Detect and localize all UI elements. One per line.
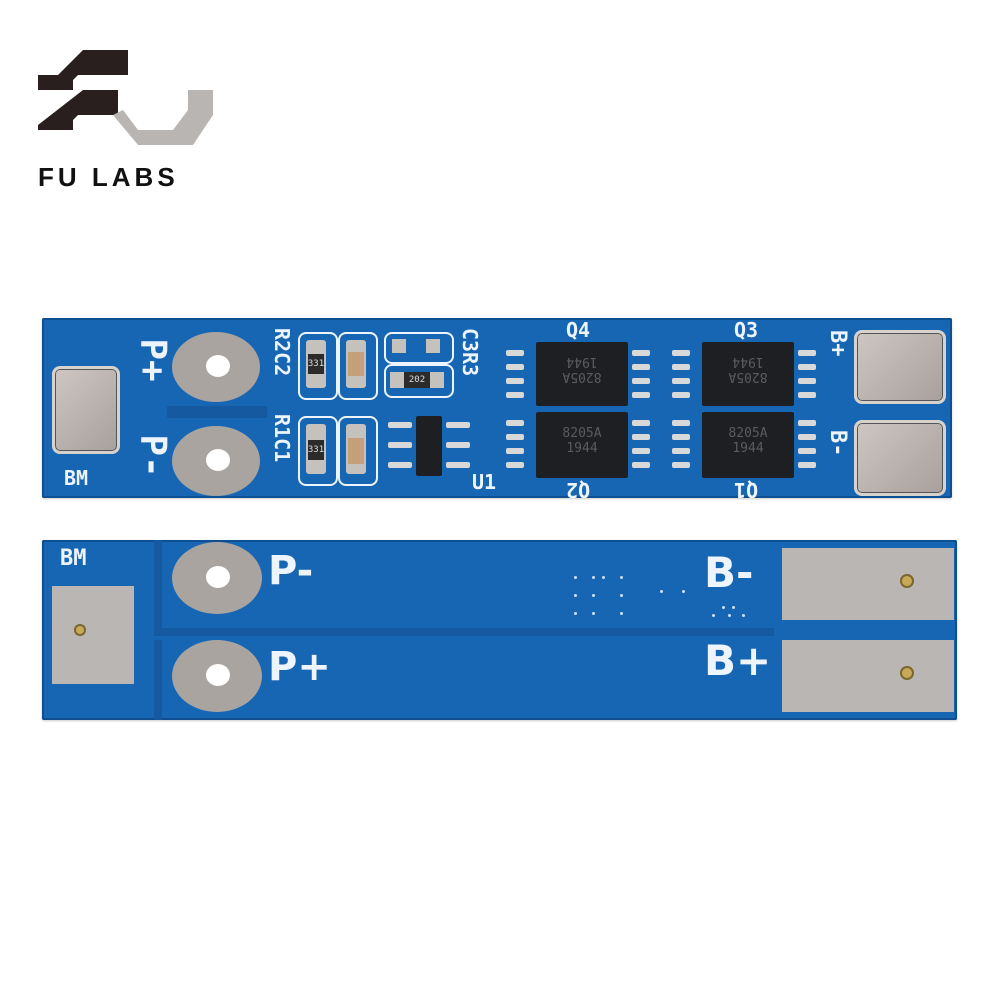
c2-outline (338, 332, 378, 400)
u1-chip (416, 416, 442, 476)
pcb-board-bottom: BM P- P+ B- B+ (42, 540, 957, 720)
c3r3-label: C3R3 (458, 328, 482, 377)
r2-outline: 331 (298, 332, 338, 400)
brand-logo (38, 30, 218, 190)
bm-label: BM (64, 466, 89, 490)
p-plus-label-bottom: P+ (268, 644, 331, 690)
c2-capacitor (348, 352, 364, 376)
p-minus-pad (172, 426, 260, 496)
q2-label: Q2 (566, 478, 591, 502)
c3-outline (384, 332, 454, 364)
pcb-board-top: BM P+ P- R2C2 R1C1 331 331 202 C3R3 (42, 318, 952, 502)
b-plus-label-bottom: B+ (704, 636, 772, 685)
q4-mosfet: 1944 8205A (536, 342, 628, 406)
bm-pad (52, 366, 120, 454)
q1-mosfet: 8205A 1944 (702, 412, 794, 478)
r2-resistor: 331 (308, 354, 324, 374)
q3-mosfet: 1944 8205A (702, 342, 794, 406)
r1-outline: 331 (298, 416, 338, 486)
c1-outline (338, 416, 378, 486)
bm-pad-bottom (52, 586, 134, 684)
q3-label: Q3 (734, 318, 759, 342)
b-minus-pad (854, 420, 946, 496)
fu-logo-icon (38, 50, 213, 145)
b-minus-pad-bottom (782, 548, 954, 620)
r2c2-label: R2C2 (270, 328, 294, 377)
b-plus-pad-bottom (782, 640, 954, 712)
brand-name: FU LABS (38, 162, 179, 192)
p-plus-pad (172, 332, 260, 402)
r1-resistor: 331 (308, 440, 324, 460)
q4-label: Q4 (566, 318, 591, 342)
b-plus-pad (854, 330, 946, 404)
b-minus-label-bottom: B- (704, 548, 754, 597)
b-plus-label: B+ (825, 330, 850, 357)
r1c1-label: R1C1 (270, 414, 294, 463)
r3-resistor: 202 (404, 372, 430, 388)
p-plus-pad-bottom (172, 640, 262, 712)
u1-label: U1 (472, 470, 497, 494)
p-minus-label-bottom: P- (268, 548, 314, 594)
trace (167, 406, 267, 418)
q2-mosfet: 8205A 1944 (536, 412, 628, 478)
b-minus-label: B- (825, 430, 850, 457)
r3-outline: 202 (384, 364, 454, 398)
bm-label-bottom: BM (60, 546, 87, 571)
c1-capacitor (348, 438, 364, 464)
q1-label: Q1 (734, 478, 759, 502)
p-minus-pad-bottom (172, 542, 262, 614)
